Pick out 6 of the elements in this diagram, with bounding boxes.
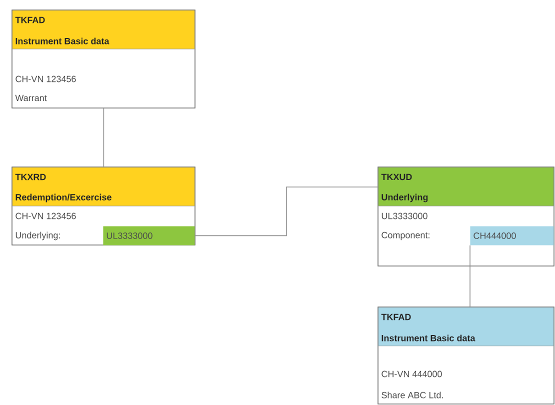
table-box: TKFAD Instrument Basic data CH-VN 123456 Warrant bbox=[12, 10, 196, 108]
value-cell: UL3333000 bbox=[103, 226, 195, 246]
connector-line bbox=[194, 186, 378, 236]
connector-line bbox=[103, 108, 104, 168]
value-cell: CH444000 bbox=[470, 226, 554, 246]
table-box: TKFAD Instrument Basic data CH-VN 444000 Share ABC Ltd. bbox=[378, 306, 554, 404]
